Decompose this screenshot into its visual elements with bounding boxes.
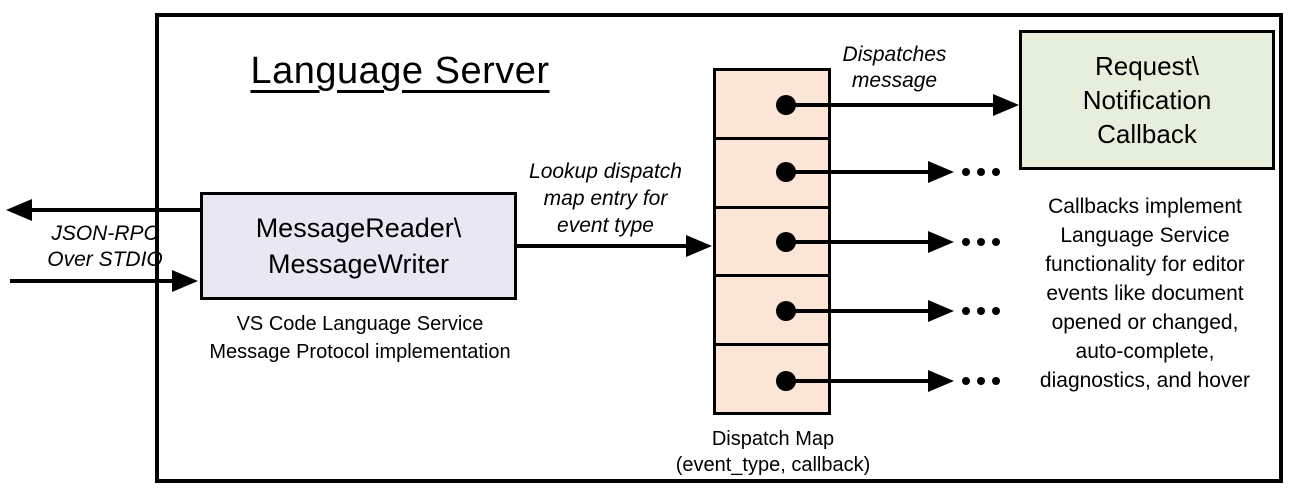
callbacks-caption-line: events like document	[1046, 282, 1244, 305]
dispatches-message-line1: Dispatches	[842, 43, 947, 66]
dispatch-arrow-4-head	[928, 300, 954, 322]
dispatch-arrow-2-shaft	[786, 170, 929, 174]
callbacks-caption-line: auto-complete,	[1075, 340, 1215, 363]
dispatch-map-row	[716, 343, 828, 412]
dispatch-map-row	[716, 274, 828, 343]
dispatch-arrow-3-shaft	[786, 240, 929, 244]
reader-box-line1: MessageReader\	[255, 213, 462, 243]
lookup-label-line2: map entry for	[543, 187, 668, 210]
callbacks-caption-line: diagnostics, and hover	[1039, 369, 1251, 392]
callbacks-caption-line: functionality for editor	[1045, 253, 1245, 276]
dispatch-map-label-line1: Dispatch Map	[711, 428, 835, 450]
dispatch-arrow-1-shaft	[786, 103, 994, 107]
stdio-in-arrow-head	[172, 270, 198, 292]
stdio-out-arrow-head	[6, 199, 32, 221]
json-rpc-label-line1: JSON-RPC	[51, 222, 159, 245]
lookup-label: Lookup dispatch map entry for event type	[513, 158, 698, 239]
reader-caption-line1: VS Code Language Service	[236, 313, 484, 335]
stdio-in-arrow-shaft	[10, 279, 172, 283]
callbacks-caption-line: Language Service	[1060, 224, 1230, 247]
callback-box-line3: Callback	[1097, 119, 1197, 149]
stdio-out-arrow-shaft	[30, 208, 200, 212]
json-rpc-label-line2: Over STDIO	[47, 248, 163, 271]
lookup-label-line1: Lookup dispatch	[529, 160, 682, 183]
dispatch-map-row	[716, 205, 828, 275]
dispatch-arrow-1-head	[993, 94, 1019, 116]
dispatches-message-label: Dispatches message	[832, 42, 957, 94]
dispatch-map-label: Dispatch Map (event_type, callback)	[660, 426, 886, 478]
reader-caption: VS Code Language Service Message Protoco…	[190, 310, 530, 366]
message-reader-writer-box: MessageReader\ MessageWriter	[200, 192, 517, 300]
dispatch-arrow-3-head	[928, 231, 954, 253]
request-notification-callback-box: Request\ Notification Callback	[1019, 30, 1275, 170]
language-server-boundary	[155, 13, 1283, 483]
json-rpc-label: JSON-RPC Over STDIO	[20, 221, 190, 273]
callbacks-caption-line: Callbacks implement	[1048, 195, 1242, 218]
dispatch-arrow-5-shaft	[786, 379, 929, 383]
dispatch-map-row	[716, 136, 828, 206]
diagram-title: Language Server	[250, 50, 550, 92]
ellipsis-icon	[962, 168, 1000, 176]
ellipsis-icon	[962, 307, 1000, 315]
ellipsis-icon	[962, 377, 1000, 385]
callback-box-line1: Request\	[1094, 51, 1200, 81]
callbacks-caption: Callbacks implement Language Service fun…	[1008, 192, 1282, 395]
dispatch-arrow-2-head	[928, 161, 954, 183]
reader-caption-line2: Message Protocol implementation	[209, 341, 511, 363]
dispatches-message-line2: message	[851, 69, 938, 92]
dispatch-arrow-5-head	[928, 370, 954, 392]
callbacks-caption-line: opened or changed,	[1051, 311, 1239, 334]
lookup-label-line3: event type	[557, 214, 654, 237]
lookup-arrow-shaft	[517, 244, 687, 248]
lookup-arrow-head	[686, 235, 712, 257]
dispatch-map-label-line2: (event_type, callback)	[675, 454, 871, 476]
ellipsis-icon	[962, 238, 1000, 246]
dispatch-arrow-4-shaft	[786, 309, 929, 313]
reader-box-line2: MessageWriter	[267, 249, 450, 279]
callback-box-line2: Notification	[1082, 85, 1212, 115]
